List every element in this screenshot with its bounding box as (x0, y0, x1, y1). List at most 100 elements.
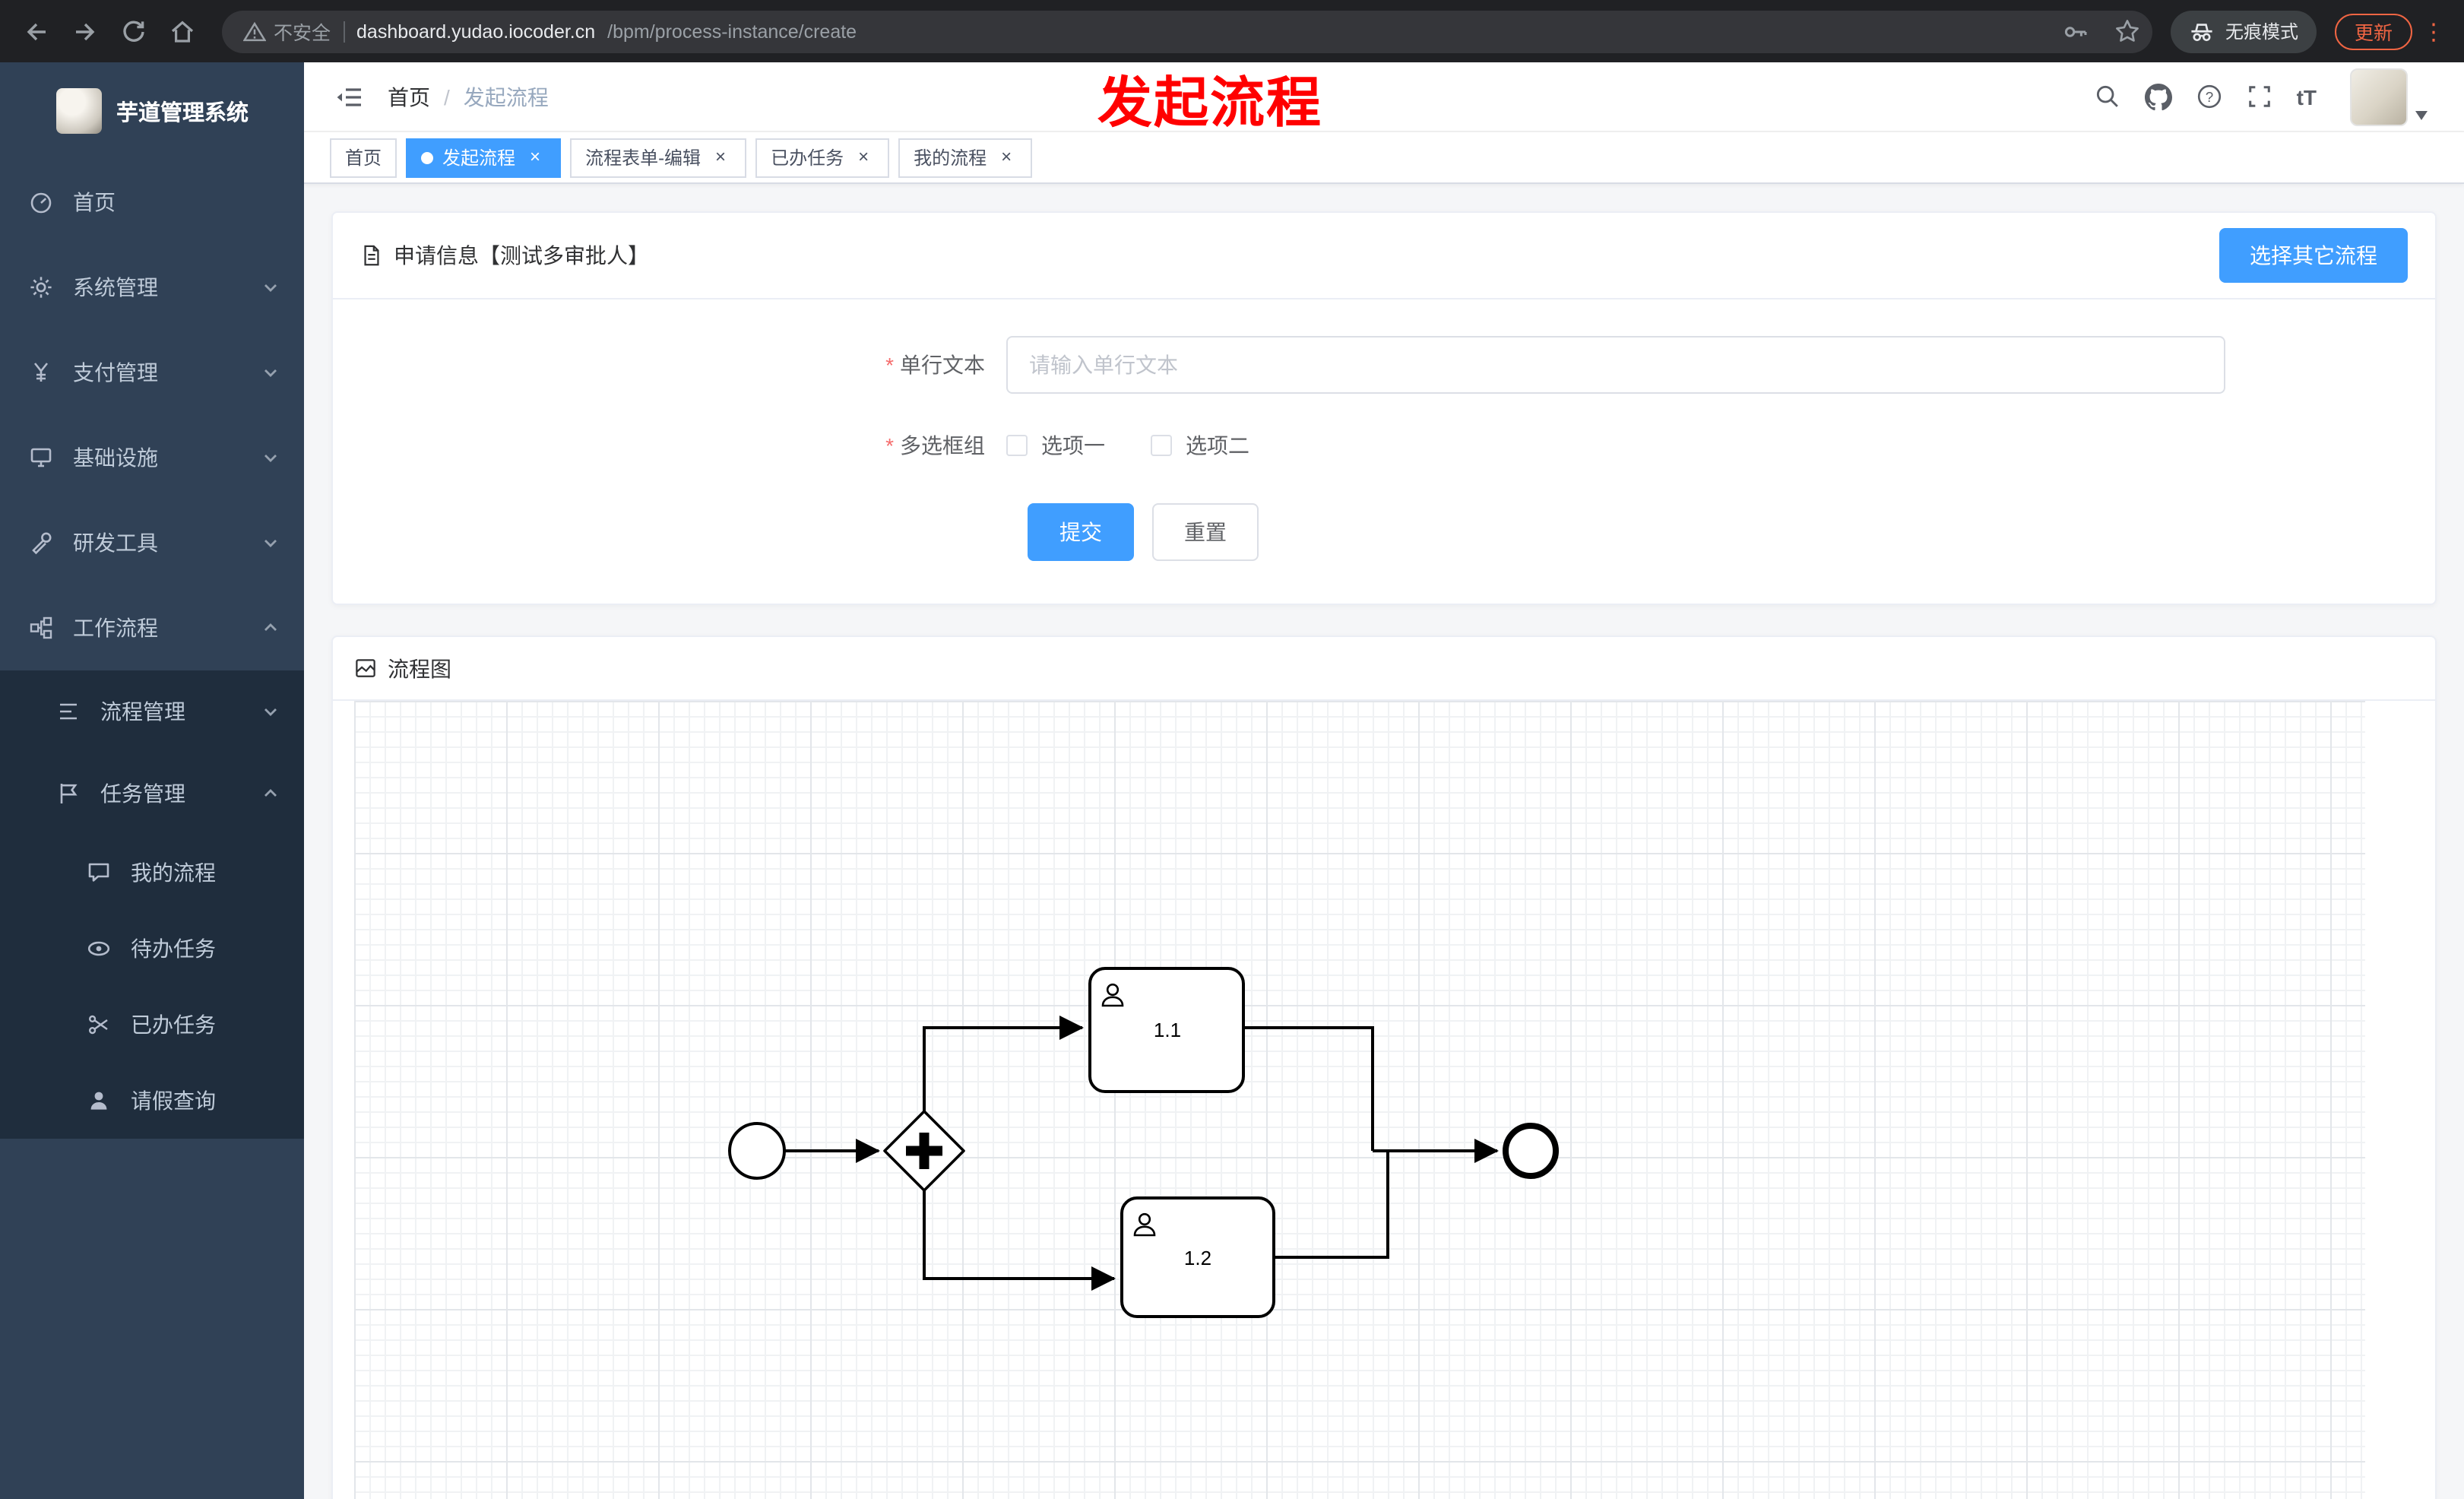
main-area: 首页 / 发起流程 ? (304, 62, 2464, 1499)
task-label: 1.2 (1184, 1247, 1211, 1269)
checkbox-option-2[interactable]: 选项二 (1151, 430, 1249, 461)
fullscreen-button[interactable] (2247, 84, 2272, 109)
reload-button[interactable] (112, 10, 155, 52)
security-label: 不安全 (274, 23, 331, 44)
checkbox-icon[interactable] (1006, 435, 1028, 456)
sidebar-item-done-tasks[interactable]: 已办任务 (0, 987, 304, 1063)
sequence-flow (923, 1016, 1084, 1111)
bookmark-star-button[interactable] (2114, 18, 2140, 44)
wrench-icon (27, 531, 55, 555)
header-search-button[interactable] (2095, 84, 2120, 109)
breadcrumb-home[interactable]: 首页 (388, 84, 430, 109)
fullscreen-icon (2248, 86, 2270, 107)
security-warning[interactable]: 不安全 (243, 17, 331, 46)
address-bar[interactable]: 不安全 dashboard.yudao.iocoder.cn /bpm/proc… (222, 10, 2152, 52)
home-button[interactable] (161, 10, 204, 52)
checkbox-group-label: *多选框组 (885, 433, 985, 458)
process-diagram-card: 流程图 (331, 635, 2437, 1499)
workflow-icon (27, 616, 55, 640)
sidebar-item-label: 请假查询 (131, 1089, 216, 1113)
browser-update-button[interactable]: 更新 (2334, 13, 2412, 49)
github-link-button[interactable] (2144, 83, 2172, 110)
user-menu[interactable] (2350, 68, 2428, 125)
sidebar-item-dev-tools[interactable]: 研发工具 (0, 500, 304, 585)
sidebar-item-label: 首页 (73, 190, 116, 214)
home-icon (171, 20, 194, 42)
tab-label: 已办任务 (771, 147, 844, 169)
sidebar-item-label: 我的流程 (131, 860, 216, 885)
submit-button[interactable]: 提交 (1028, 503, 1134, 561)
document-icon (364, 245, 379, 266)
parallel-gateway-node[interactable] (883, 1110, 965, 1192)
sidebar-item-task-management[interactable]: 任务管理 (0, 753, 304, 835)
user-task-2-node[interactable]: 1.2 (1120, 1196, 1275, 1318)
sidebar-item-home[interactable]: 首页 (0, 160, 304, 245)
chevron-up-icon (261, 784, 280, 803)
font-size-button[interactable]: tT (2296, 84, 2317, 109)
avatar[interactable] (2350, 68, 2408, 125)
sidebar-item-label: 系统管理 (73, 275, 158, 299)
caret-down-icon (2415, 110, 2428, 119)
tab-my-process[interactable]: 我的流程 × (898, 138, 1033, 177)
sidebar-item-todo-tasks[interactable]: 待办任务 (0, 911, 304, 987)
user-icon (85, 1089, 112, 1113)
checkbox-label: 选项二 (1186, 433, 1249, 458)
forward-icon (76, 22, 95, 40)
yen-icon (27, 360, 55, 385)
tab-close-icon[interactable]: × (530, 145, 541, 166)
breadcrumb-separator: / (444, 84, 450, 109)
tab-home[interactable]: 首页 (330, 138, 397, 177)
reset-button[interactable]: 重置 (1152, 503, 1259, 561)
choose-other-process-button[interactable]: 选择其它流程 (2219, 228, 2408, 283)
sidebar-item-process-management[interactable]: 流程管理 (0, 670, 304, 753)
tags-view-bar: 首页 发起流程 × 流程表单-编辑 × 已办任务 × 我的流程 × (304, 132, 2464, 184)
dashboard-icon (27, 190, 55, 214)
incognito-icon (2191, 23, 2212, 41)
tab-close-icon[interactable]: × (715, 145, 727, 166)
warning-icon (243, 21, 266, 41)
sidebar-item-my-process[interactable]: 我的流程 (0, 835, 304, 911)
eye-icon (85, 936, 112, 961)
user-task-1-node[interactable]: 1.1 (1088, 967, 1245, 1093)
app-header: 首页 / 发起流程 ? (304, 62, 2464, 132)
help-button[interactable]: ? (2196, 84, 2222, 109)
tab-label: 我的流程 (914, 147, 987, 169)
logo-avatar (55, 88, 101, 134)
checkbox-icon[interactable] (1151, 435, 1172, 456)
required-asterisk: * (885, 433, 894, 458)
user-task-icon (1133, 1212, 1156, 1237)
incognito-label: 无痕模式 (2225, 21, 2298, 43)
sidebar-item-infrastructure[interactable]: 基础设施 (0, 415, 304, 500)
sidebar-item-label: 研发工具 (73, 531, 158, 555)
task-label: 1.1 (1154, 1019, 1181, 1041)
breadcrumb: 首页 / 发起流程 (388, 81, 549, 112)
checkbox-option-1[interactable]: 选项一 (1006, 430, 1105, 461)
sidebar-item-payment-management[interactable]: 支付管理 (0, 330, 304, 415)
forward-button[interactable] (64, 10, 106, 52)
list-icon (55, 699, 82, 724)
sidebar-collapse-button[interactable] (328, 78, 369, 115)
start-event-node[interactable] (728, 1122, 786, 1180)
single-line-text-input[interactable] (1006, 336, 2225, 394)
tab-done-tasks[interactable]: 已办任务 × (755, 138, 890, 177)
app-logo[interactable]: 芋道管理系统 (0, 62, 304, 160)
sidebar-item-system-management[interactable]: 系统管理 (0, 245, 304, 330)
bpmn-canvas[interactable]: 1.1 1.2 (354, 701, 2365, 1499)
end-event-node[interactable] (1503, 1123, 1559, 1179)
monitor-icon (27, 445, 55, 470)
chevron-down-icon (261, 363, 280, 382)
tab-process-form-edit[interactable]: 流程表单-编辑 × (570, 138, 747, 177)
chevron-down-icon (261, 702, 280, 721)
password-key-button[interactable] (2063, 17, 2090, 45)
tab-close-icon[interactable]: × (1001, 145, 1012, 166)
browser-menu-button[interactable]: ⋮ (2422, 19, 2445, 45)
back-button[interactable] (15, 10, 58, 52)
sidebar-item-workflow[interactable]: 工作流程 (0, 585, 304, 670)
sidebar-item-leave-query[interactable]: 请假查询 (0, 1063, 304, 1139)
key-icon (2064, 26, 2087, 36)
chevron-down-icon (261, 448, 280, 467)
tab-close-icon[interactable]: × (858, 145, 869, 166)
sidebar: 芋道管理系统 首页 系统管理 支付管理 基础设施 (0, 62, 304, 1499)
tab-initiate-process[interactable]: 发起流程 × (406, 138, 562, 177)
